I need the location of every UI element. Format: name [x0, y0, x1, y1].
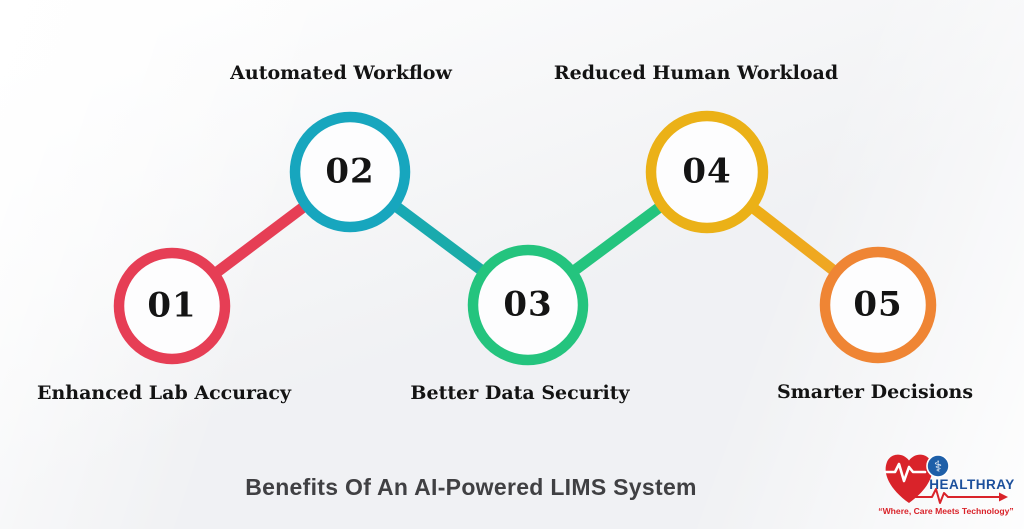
step-01-circle: [113, 247, 231, 365]
logo-tagline: “Where, Care Meets Technology”: [878, 506, 1013, 516]
step-05-number: 05: [853, 284, 903, 325]
step-01-number: 01: [147, 285, 197, 326]
healthray-logo: ⚕ HEALTHRAY “Where, Care Meets Technolog…: [876, 442, 1018, 524]
ekg-arrow-icon: [999, 492, 1008, 502]
step-04-circle: [645, 110, 769, 234]
step-03-circle: [467, 244, 589, 366]
ekg-line-icon: [883, 462, 927, 483]
step-03-number: 03: [503, 284, 553, 325]
brand-name: HEALTHRAY: [929, 477, 1015, 492]
healthray-logo-graphic: ⚕ HEALTHRAY “Where, Care Meets Technolog…: [878, 454, 1015, 516]
step-04-label: Reduced Human Workload: [553, 62, 839, 84]
step-05-label: Smarter Decisions: [776, 381, 974, 403]
step-02-number: 02: [325, 151, 375, 192]
infographic-title: Benefits Of An AI-Powered LIMS System: [245, 474, 697, 500]
step-04-number: 04: [682, 151, 732, 192]
step-01-label: Enhanced Lab Accuracy: [37, 382, 291, 404]
heart-icon: [885, 454, 933, 503]
step-02-circle: [289, 111, 411, 233]
step-05-circle: [819, 246, 937, 364]
ekg-underline-icon: [915, 488, 1000, 504]
medical-badge: [926, 454, 950, 478]
step-02-label: Automated Workflow: [230, 62, 452, 84]
caduceus-icon: ⚕: [934, 459, 942, 476]
step-03-label: Better Data Security: [410, 382, 630, 404]
